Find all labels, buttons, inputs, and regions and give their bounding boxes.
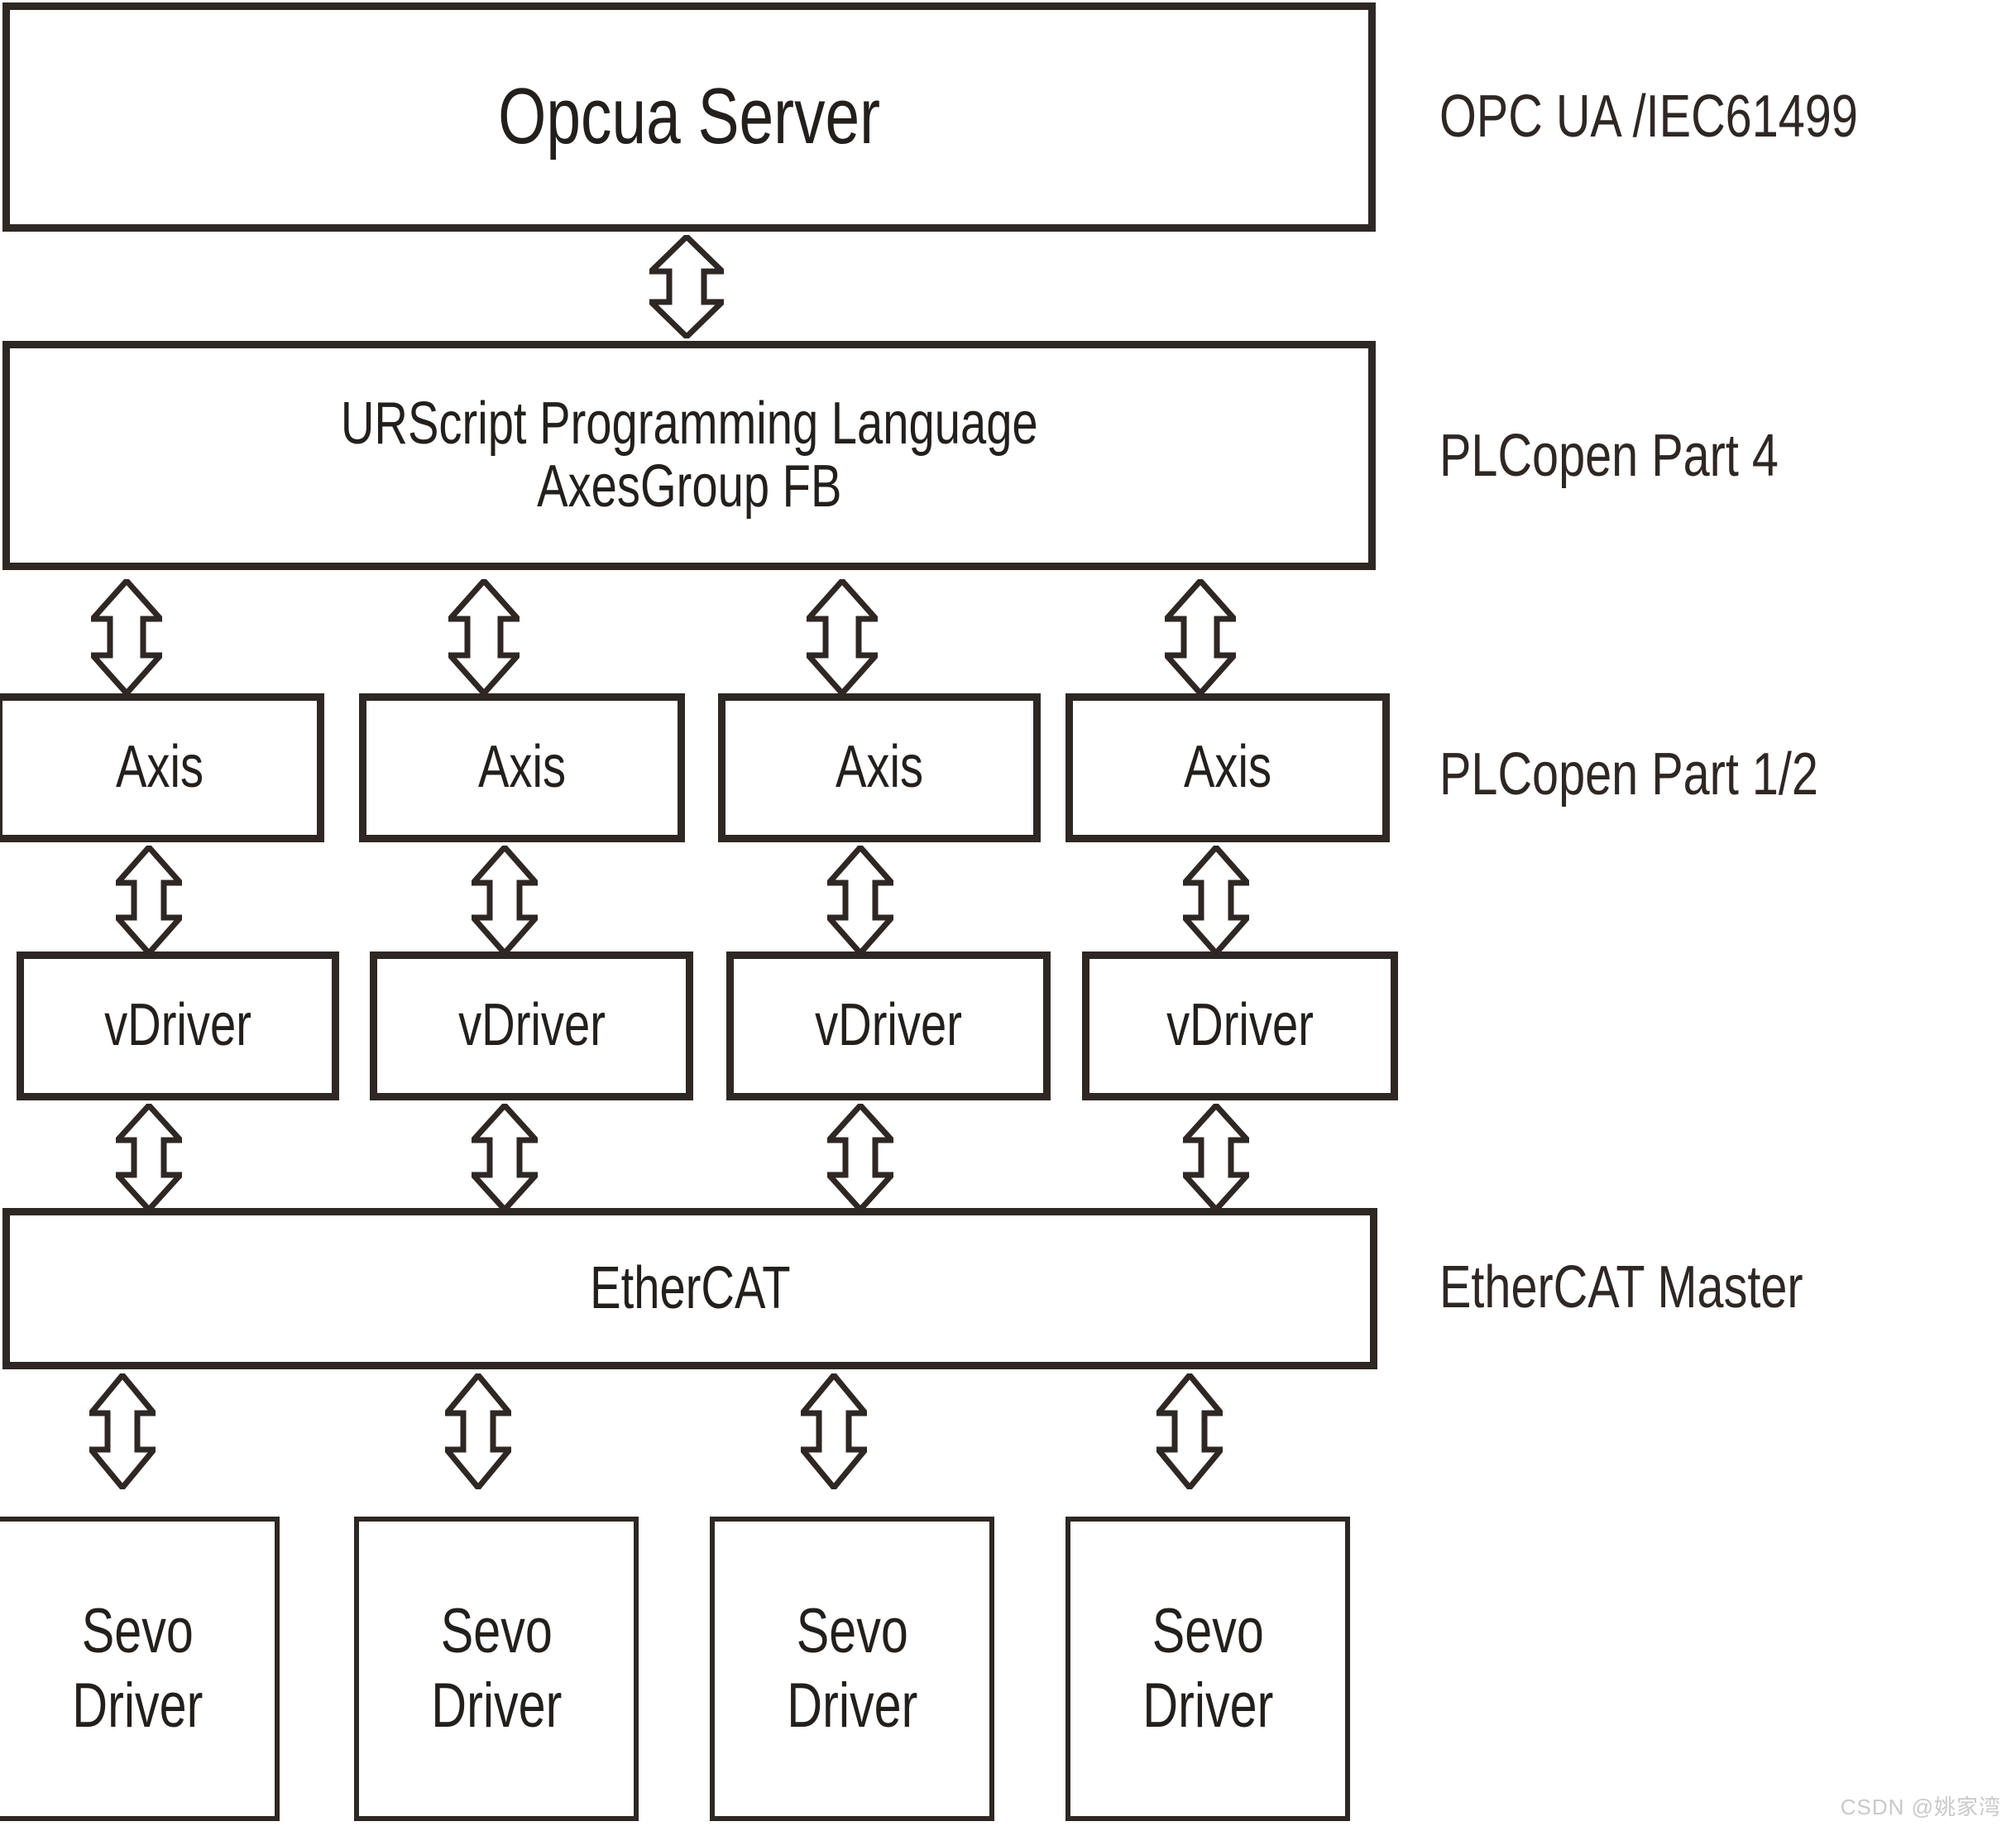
box-axis-label: Axis bbox=[835, 734, 924, 801]
box-opcua-server-label: Opcua Server bbox=[498, 72, 880, 161]
watermark: CSDN @姚家湾 bbox=[1840, 1795, 2001, 1819]
box-vdriver: vDriver bbox=[726, 951, 1051, 1100]
box-sevo-driver-label: Sevo Driver bbox=[71, 1596, 204, 1741]
double-headed-vertical-arrow-icon bbox=[801, 1373, 867, 1489]
side-label-opc-ua-iec61499: OPC UA /IEC61499 bbox=[1439, 84, 1858, 150]
box-sevo-driver-label: Sevo Driver bbox=[1142, 1596, 1274, 1741]
double-headed-vertical-arrow-icon bbox=[1183, 846, 1249, 955]
double-headed-vertical-arrow-icon bbox=[89, 1373, 156, 1489]
double-headed-vertical-arrow-icon bbox=[116, 1104, 182, 1211]
box-sevo-driver: Sevo Driver bbox=[1065, 1517, 1350, 1821]
box-axis: Axis bbox=[1065, 693, 1390, 842]
box-vdriver-label: vDriver bbox=[1166, 992, 1314, 1059]
double-headed-vertical-arrow-icon bbox=[472, 1104, 538, 1211]
double-headed-vertical-arrow-icon bbox=[807, 579, 878, 695]
box-ethercat: EtherCAT bbox=[2, 1208, 1377, 1369]
box-axis: Axis bbox=[718, 693, 1041, 842]
double-headed-vertical-arrow-icon bbox=[91, 579, 162, 695]
box-axis-label: Axis bbox=[477, 734, 567, 801]
box-sevo-driver-label: Sevo Driver bbox=[786, 1596, 918, 1741]
box-axis-label: Axis bbox=[115, 734, 204, 801]
double-headed-vertical-arrow-icon bbox=[1156, 1373, 1223, 1489]
box-sevo-driver: Sevo Driver bbox=[354, 1517, 639, 1821]
double-headed-vertical-arrow-icon bbox=[445, 1373, 511, 1489]
double-headed-vertical-arrow-icon bbox=[649, 235, 724, 338]
box-axis-label: Axis bbox=[1183, 734, 1272, 801]
double-headed-vertical-arrow-icon bbox=[116, 846, 182, 955]
box-vdriver-label: vDriver bbox=[457, 992, 606, 1059]
box-vdriver-label: vDriver bbox=[104, 992, 251, 1059]
box-opcua-server: Opcua Server bbox=[2, 2, 1376, 232]
double-headed-vertical-arrow-icon bbox=[827, 1104, 893, 1211]
box-sevo-driver: Sevo Driver bbox=[710, 1517, 994, 1821]
side-label-plcopen-part-4: PLCopen Part 4 bbox=[1439, 423, 1779, 489]
box-sevo-driver: Sevo Driver bbox=[0, 1517, 280, 1821]
box-vdriver-label: vDriver bbox=[815, 992, 962, 1059]
box-urscript: URScript Programming Language AxesGroup … bbox=[2, 341, 1376, 570]
double-headed-vertical-arrow-icon bbox=[448, 579, 520, 695]
side-label-ethercat-master: EtherCAT Master bbox=[1439, 1254, 1803, 1321]
box-urscript-label: URScript Programming Language AxesGroup … bbox=[340, 390, 1038, 520]
box-ethercat-label: EtherCAT bbox=[589, 1254, 791, 1321]
box-sevo-driver-label: Sevo Driver bbox=[430, 1596, 563, 1741]
double-headed-vertical-arrow-icon bbox=[1165, 579, 1236, 695]
double-headed-vertical-arrow-icon bbox=[1183, 1104, 1249, 1211]
side-label-plcopen-part-1-2: PLCopen Part 1/2 bbox=[1439, 741, 1818, 808]
double-headed-vertical-arrow-icon bbox=[827, 846, 893, 955]
box-vdriver: vDriver bbox=[17, 951, 339, 1100]
box-vdriver: vDriver bbox=[370, 951, 693, 1100]
box-vdriver: vDriver bbox=[1082, 951, 1398, 1100]
double-headed-vertical-arrow-icon bbox=[472, 846, 538, 955]
box-axis: Axis bbox=[0, 693, 324, 842]
box-axis: Axis bbox=[359, 693, 685, 842]
